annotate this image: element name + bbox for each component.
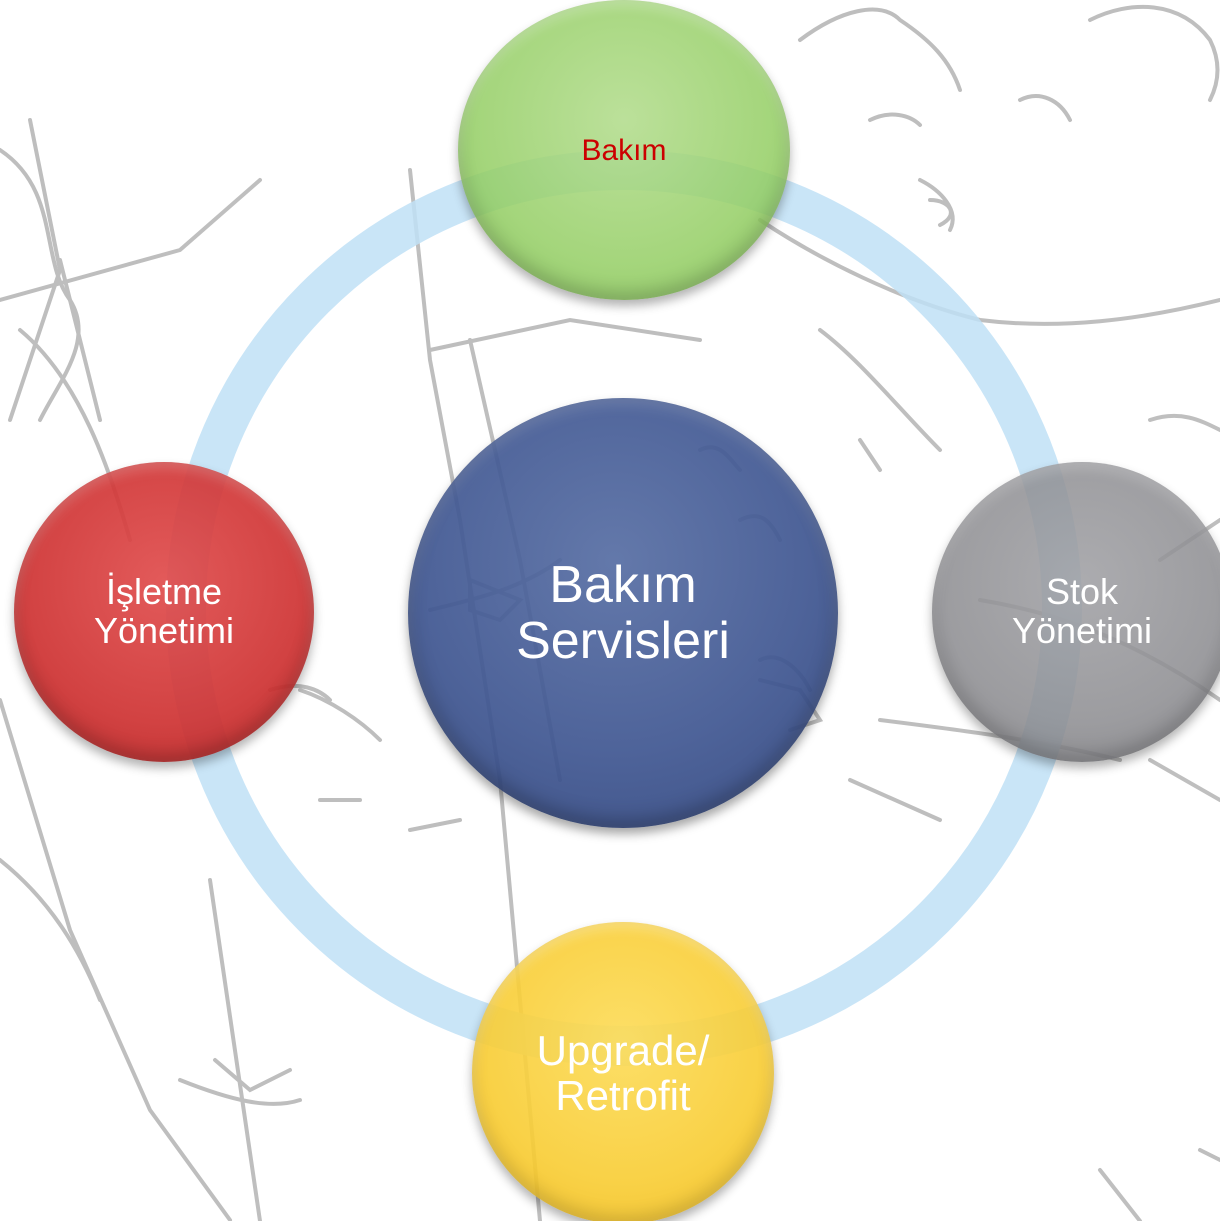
node-stok-label-line2: Yönetimi (1011, 610, 1153, 651)
node-isletme-label-line2: Yönetimi (93, 610, 235, 651)
center-label-line2: Servisleri (516, 612, 730, 670)
node-center-bakim-servisleri: Bakım Servisleri (408, 398, 838, 828)
node-bakim-label: Bakım (581, 134, 667, 167)
node-bakim: Bakım (458, 0, 790, 300)
node-stok-yonetimi: Stok Yönetimi (932, 462, 1220, 762)
center-label-line1: Bakım (549, 555, 697, 614)
node-stok-label-line1: Stok (1045, 571, 1119, 613)
node-isletme-label-line1: İşletme (105, 571, 223, 613)
node-upgrade-retrofit: Upgrade/ Retrofit (472, 922, 774, 1221)
node-upgrade-label-line1: Upgrade/ (536, 1026, 710, 1074)
node-isletme-yonetimi: İşletme Yönetimi (14, 462, 314, 762)
node-upgrade-label-line2: Retrofit (555, 1072, 691, 1119)
